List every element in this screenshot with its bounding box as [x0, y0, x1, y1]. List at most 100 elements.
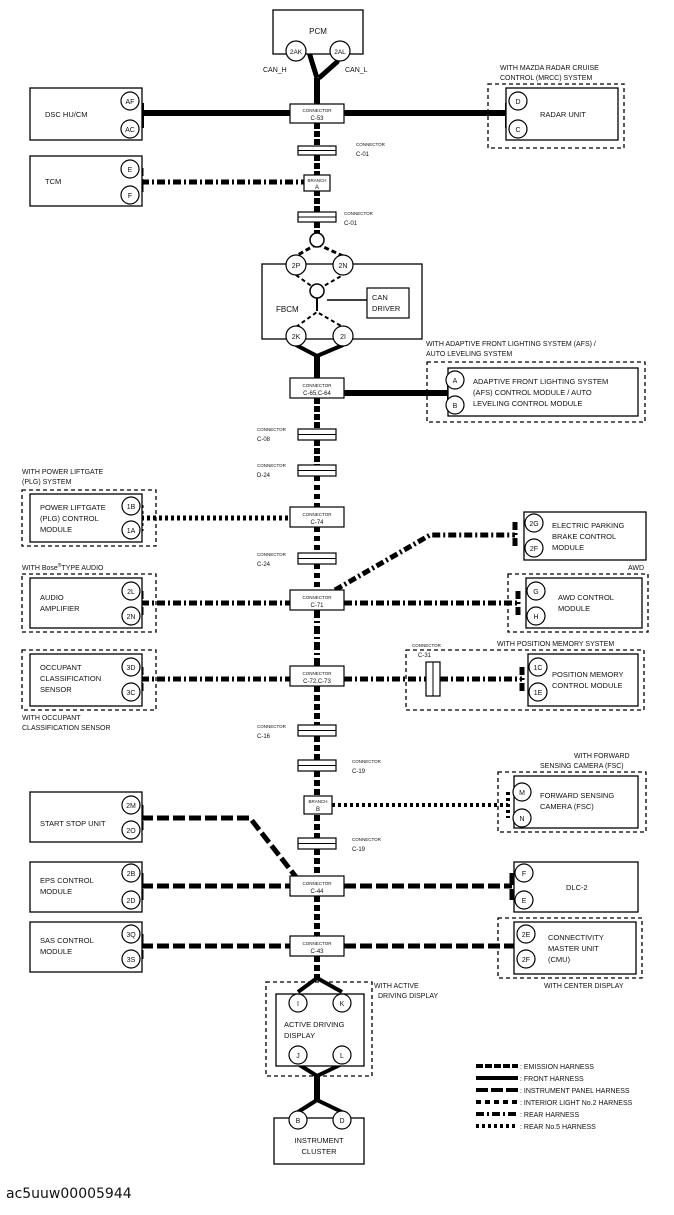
- center-caption: WITH CENTER DISPLAY: [544, 983, 624, 990]
- plg-wire: [138, 505, 290, 531]
- connector-c71: CONNECTOR C-71: [289, 589, 345, 611]
- c71-word: CONNECTOR: [303, 595, 333, 600]
- afs-wire: [344, 380, 453, 404]
- pin-fbcm-2: 2N: [339, 263, 348, 270]
- fbcm-split-bottom: [295, 343, 344, 359]
- pin-add-1: I: [297, 1001, 299, 1008]
- occ-caption-1: WITH OCCUPANT: [22, 715, 81, 722]
- connector-c43: CONNECTOR C-43: [289, 935, 345, 957]
- connector-c24: CONNECTOR C-24: [257, 552, 337, 568]
- c44-id: C-44: [310, 889, 324, 895]
- cmu-label-2: MASTER UNIT: [548, 944, 599, 953]
- tcm-label: TCM: [45, 177, 61, 186]
- pin-plg-1: 1B: [127, 504, 136, 511]
- cmu-label-1: CONNECTIVITY: [548, 933, 604, 942]
- epb-module: ELECTRIC PARKING BRAKE CONTROL MODULE 2G…: [523, 511, 647, 561]
- sas-label-2: MODULE: [40, 947, 72, 956]
- plg-caption-1: WITH POWER LIFTGATE: [22, 469, 103, 476]
- c44-word: CONNECTOR: [303, 881, 333, 886]
- pin-awd-2: H: [533, 614, 538, 621]
- can-driver-2: DRIVER: [372, 304, 401, 313]
- add-caption-1: WITH ACTIVE: [374, 983, 419, 990]
- legend-text-front: : FRONT HARNESS: [520, 1076, 584, 1083]
- c19b-id: C-19: [352, 847, 366, 853]
- c01a-id: C-01: [356, 152, 370, 158]
- dsc-label: DSC HU/CM: [45, 110, 88, 119]
- epb-label-3: MODULE: [552, 543, 584, 552]
- occ-label-2: CLASSIFICATION: [40, 674, 101, 683]
- c53-id: C-53: [310, 116, 324, 122]
- branch-a-id: A: [315, 185, 319, 191]
- connector-d24: CONNECTOR D-24: [257, 463, 337, 479]
- fsc-caption-1: WITH FORWARD: [574, 753, 630, 760]
- figure-code: ac5uuw00005944: [6, 1186, 132, 1202]
- pin-add-3: J: [296, 1053, 300, 1060]
- pin-fsc-2: N: [519, 816, 524, 823]
- instrument-cluster-module: INSTRUMENT CLUSTER B D: [273, 1110, 365, 1165]
- c6564-id: C-65,C-64: [303, 391, 331, 397]
- connector-c01-a: CONNECTOR C-01: [297, 142, 386, 158]
- position-memory-module: WITH POSITION MEMORY SYSTEM CONNECTOR C-…: [405, 641, 645, 711]
- pin-pos-1: 1C: [534, 665, 543, 672]
- pin-audio-1: 2L: [127, 589, 135, 596]
- awd-module: AWD AWD CONTROL MODULE G H: [507, 565, 649, 633]
- pin-fbcm-4: 2I: [340, 334, 346, 341]
- pin-cmu-2: 2F: [522, 957, 530, 964]
- occ-wire: [138, 667, 290, 692]
- fsc-module: WITH FORWARD SENSING CAMERA (FSC) FORWAR…: [497, 753, 647, 833]
- radar-wire: [344, 103, 511, 128]
- pin-awd-1: G: [533, 589, 538, 596]
- afs-label-1: ADAPTIVE FRONT LIGHTING SYSTEM: [473, 377, 608, 386]
- connector-c19-a: CONNECTOR C-19: [297, 759, 382, 775]
- branch-b: BRANCH B: [303, 795, 333, 815]
- connector-c65-c64: CONNECTOR C-65,C-64: [289, 377, 345, 399]
- sas-wire: [138, 934, 290, 959]
- pin-epb-2: 2F: [530, 546, 538, 553]
- pin-ic-2: D: [339, 1118, 344, 1125]
- pin-radar-2: C: [515, 127, 520, 134]
- pin-pos-2: 1E: [534, 690, 543, 697]
- branch-b-id: B: [316, 807, 320, 813]
- pin-sas-1: 3Q: [126, 932, 136, 939]
- connector-c16: CONNECTOR C-16: [257, 724, 337, 740]
- legend-text-rear: : REAR HARNESS: [520, 1112, 579, 1119]
- pin-tcm-2: F: [128, 193, 132, 200]
- bus-junction-internal: [309, 283, 325, 299]
- pin-radar-1: D: [515, 99, 520, 106]
- c7273-word: CONNECTOR: [303, 671, 333, 676]
- pin-occ-2: 3C: [127, 690, 136, 697]
- branch-wires: [138, 103, 525, 959]
- connector-c74: CONNECTOR C-74: [289, 506, 345, 528]
- branch-a: BRANCH A: [303, 174, 331, 192]
- pin-cmu-1: 2E: [522, 932, 531, 939]
- can-driver-1: CAN: [372, 293, 388, 302]
- pin-dsc-2: AC: [125, 127, 135, 134]
- c16-id: C-16: [257, 734, 271, 740]
- connector-c08: CONNECTOR C-08: [257, 427, 337, 443]
- audio-label-2: AMPLIFIER: [40, 604, 80, 613]
- occupant-sensor-module: OCCUPANT CLASSIFICATION SENSOR 3D 3C WIT…: [21, 649, 157, 732]
- afs-caption-2: AUTO LEVELING SYSTEM: [426, 351, 512, 358]
- dlc-label: DLC-2: [566, 883, 588, 892]
- can-driver-box: [366, 287, 410, 319]
- epb-label-2: BRAKE CONTROL: [552, 532, 616, 541]
- tcm-module: TCM E F: [29, 155, 143, 207]
- fbcm-label: FBCM: [276, 305, 299, 314]
- legend-text-rear-no5: : REAR No.5 HARNESS: [520, 1124, 596, 1131]
- c31-word: CONNECTOR: [412, 643, 442, 648]
- mrcc-caption-1: WITH MAZDA RADAR CRUISE: [500, 65, 599, 72]
- audio-wire: [138, 591, 290, 616]
- pin-epb-1: 2G: [529, 521, 538, 528]
- pcm-label: PCM: [309, 27, 327, 36]
- plg-caption-2: (PLG) SYSTEM: [22, 479, 72, 486]
- pin-ssu-2: 2O: [126, 828, 136, 835]
- connector-c53: CONNECTOR C-53: [289, 103, 345, 124]
- legend-text-instrument-panel: : INSTRUMENT PANEL HARNESS: [520, 1088, 630, 1095]
- ssu-wire: [138, 805, 298, 879]
- can-l-label: CAN_L: [345, 67, 368, 74]
- can-h-label: CAN_H: [263, 67, 287, 74]
- c08-word: CONNECTOR: [257, 427, 287, 432]
- pin-afs-1: A: [453, 378, 458, 385]
- afs-label-3: LEVELING CONTROL MODULE: [473, 399, 582, 408]
- pin-audio-2: 2N: [127, 614, 136, 621]
